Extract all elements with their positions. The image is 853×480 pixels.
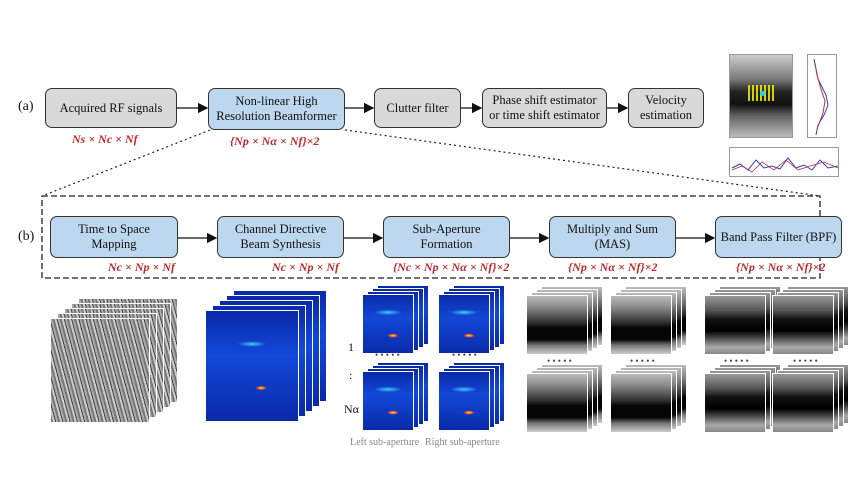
ellipsis-right-top: • • • • • [452, 350, 477, 360]
clutter-filter-box: Clutter filter [374, 88, 461, 128]
dim-beamformer: {Np × Nα × Nf}×2 [230, 134, 320, 148]
right-sub-aperture-stack-top [438, 285, 508, 355]
velocity-image-thumbnail [729, 54, 793, 138]
channel-directive-image [205, 310, 299, 422]
channel-directive-box: Channel Directive Beam Synthesis [217, 216, 344, 258]
ellipsis-left-top: • • • • • [375, 350, 400, 360]
dim-mas: {Np × Nα × Nf}×2 [568, 260, 658, 274]
velocity-timeseries-thumbnail [729, 147, 839, 177]
sub-aperture-box: Sub-Aperture Formation [383, 216, 510, 258]
label-a: (a) [18, 99, 34, 114]
rf-data-stack [50, 298, 190, 423]
dim-sub-aperture: {Nc × Np × Nα × Nf}×2 [393, 260, 510, 274]
velocity-profile-thumbnail [807, 54, 837, 138]
sub-aperture-index-top: 1 [348, 340, 354, 354]
bpf-box: Band Pass Filter (BPF) [715, 216, 842, 258]
mas-stack-top-left [526, 286, 606, 356]
ellipsis-bpf-left: • • • • • [724, 356, 749, 366]
left-sub-aperture-stack-bottom [362, 362, 432, 432]
mas-stack-top-right [610, 286, 690, 356]
left-sub-aperture-caption: Left sub-aperture [350, 437, 420, 448]
velocity-estimation-box: Velocity estimation [628, 88, 704, 128]
zoom-line-left [41, 129, 211, 197]
left-sub-aperture-stack-top [362, 285, 432, 355]
velocity-marker [760, 91, 765, 96]
ellipsis-bpf-right: • • • • • [793, 356, 818, 366]
bpf-stack-top-left [704, 286, 784, 356]
dim-bpf: {Np × Nα × Nf}×2 [736, 260, 826, 274]
bpf-stack-bottom-right [772, 364, 852, 434]
ellipsis-mas-left: • • • • • [547, 356, 572, 366]
time-to-space-box: Time to Space Mapping [50, 216, 178, 258]
bpf-stack-bottom-left [704, 364, 784, 434]
bpf-stack-top-right [772, 286, 852, 356]
right-sub-aperture-stack-bottom [438, 362, 508, 432]
acquired-rf-box: Acquired RF signals [45, 88, 177, 128]
mas-stack-bottom-left [526, 364, 606, 434]
sub-aperture-index-bottom: Nα [344, 402, 359, 416]
dim-time-to-space: Nc × Np × Nf [108, 260, 175, 274]
phase-shift-box: Phase shift estimator or time shift esti… [482, 88, 607, 128]
rf-data-image [50, 318, 150, 423]
dim-channel-directive: Nc × Np × Nf [272, 260, 339, 274]
dim-acquired-rf: Ns × Nc × Nf [72, 132, 138, 146]
label-b: (b) [18, 229, 35, 244]
channel-directive-stack [205, 290, 335, 422]
ellipsis-mas-right: • • • • • [630, 356, 655, 366]
nonlinear-beamformer-box: Non-linear High Resolution Beamformer [208, 88, 345, 130]
mas-box: Multiply and Sum (MAS) [549, 216, 676, 258]
mas-stack-bottom-right [610, 364, 690, 434]
sub-aperture-index-mid: : [349, 368, 353, 382]
right-sub-aperture-caption: Right sub-aperture [425, 437, 500, 448]
